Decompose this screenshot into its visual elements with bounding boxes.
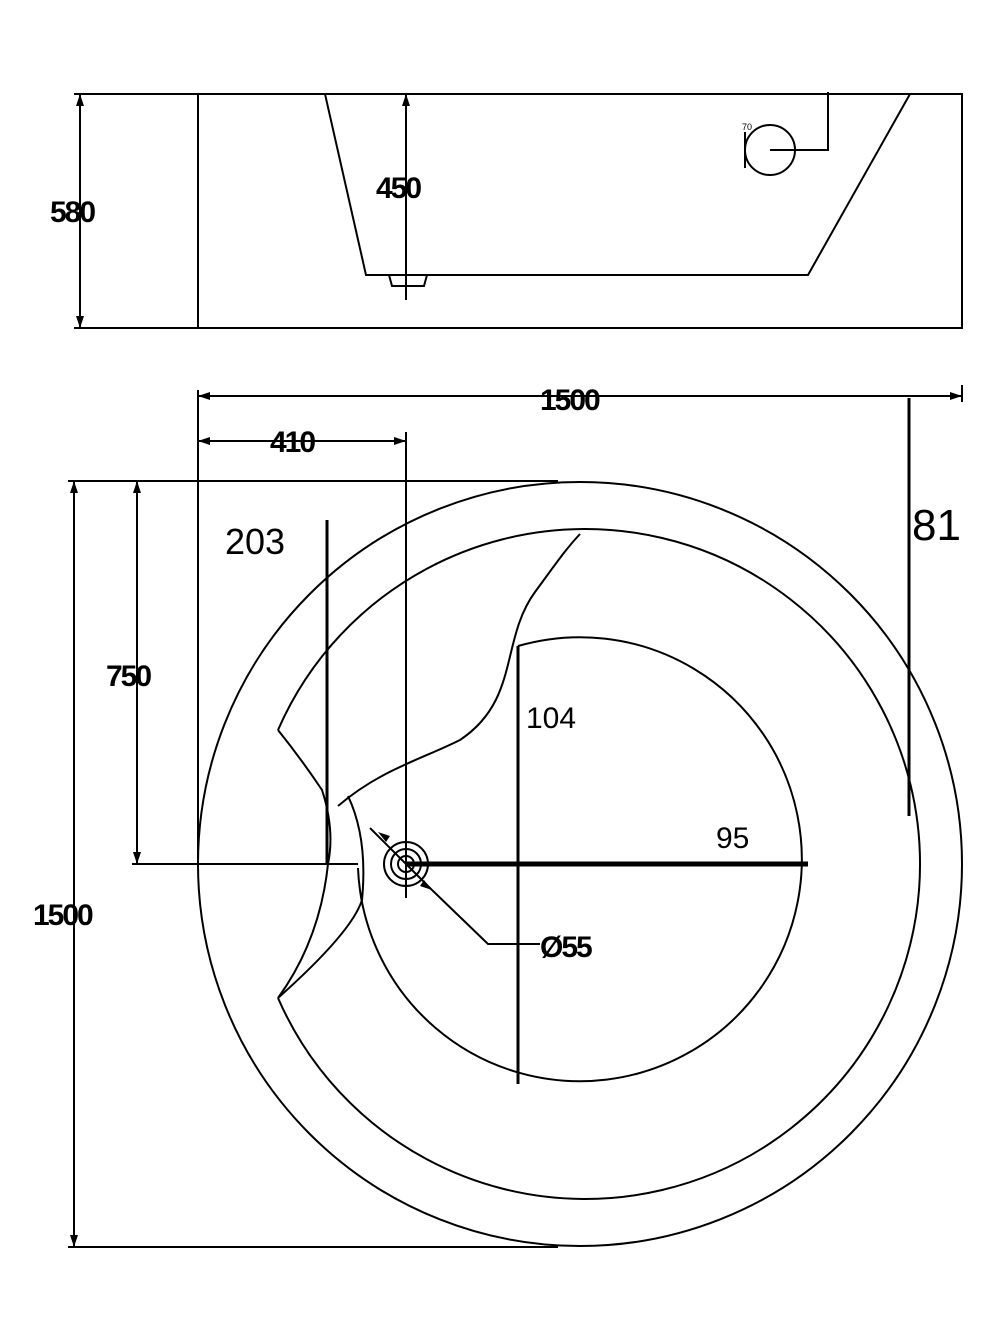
label-81: 81 <box>912 501 961 550</box>
depth-arrow-bottom-plan <box>70 1235 78 1247</box>
label-95: 95 <box>716 822 749 855</box>
offset-arrow-left <box>198 437 210 445</box>
offset-arrow-right <box>394 437 406 445</box>
width-arrow-right <box>950 392 962 400</box>
side-view-outline <box>197 93 963 329</box>
label-580: 580 <box>50 196 95 229</box>
label-1500-width: 1500 <box>540 384 600 417</box>
label-450: 450 <box>376 172 421 205</box>
seat-back <box>337 533 581 807</box>
height-arrow-top <box>76 94 84 106</box>
seat-curve-lower <box>277 863 329 999</box>
label-750: 750 <box>106 660 151 693</box>
half-arrow-top <box>133 481 141 493</box>
drain-middle <box>390 848 422 880</box>
label-drain-diameter: Ø55 <box>540 931 592 964</box>
plan-view: 1500 410 1500 750 203 81 104 95 Ø55 <box>33 384 963 1248</box>
side-view: 580 450 70 <box>50 92 963 329</box>
width-arrow-left <box>198 392 210 400</box>
drain-outer <box>383 841 429 887</box>
drain-inner <box>397 855 415 873</box>
seat-inner-edge <box>277 795 365 999</box>
depth-arrow-top-plan <box>70 481 78 493</box>
label-1500-depth: 1500 <box>33 899 93 932</box>
half-arrow-bottom <box>133 852 141 864</box>
drain-diameter-line <box>369 827 433 891</box>
overflow-leader <box>770 92 829 151</box>
label-104: 104 <box>526 702 576 735</box>
seat-curve-upper <box>277 729 332 865</box>
label-203: 203 <box>225 521 285 562</box>
side-drain <box>388 274 428 287</box>
inner-rim <box>277 528 922 1200</box>
drain-arrow-top <box>378 832 390 842</box>
tub-profile <box>323 93 912 276</box>
basin <box>357 636 803 1083</box>
depth-arrow-top <box>402 94 410 106</box>
height-arrow-bottom <box>76 316 84 328</box>
drain-arrow-bottom <box>420 880 432 890</box>
label-410: 410 <box>270 426 315 459</box>
drain-leader <box>431 889 540 945</box>
label-70: 70 <box>742 122 752 132</box>
